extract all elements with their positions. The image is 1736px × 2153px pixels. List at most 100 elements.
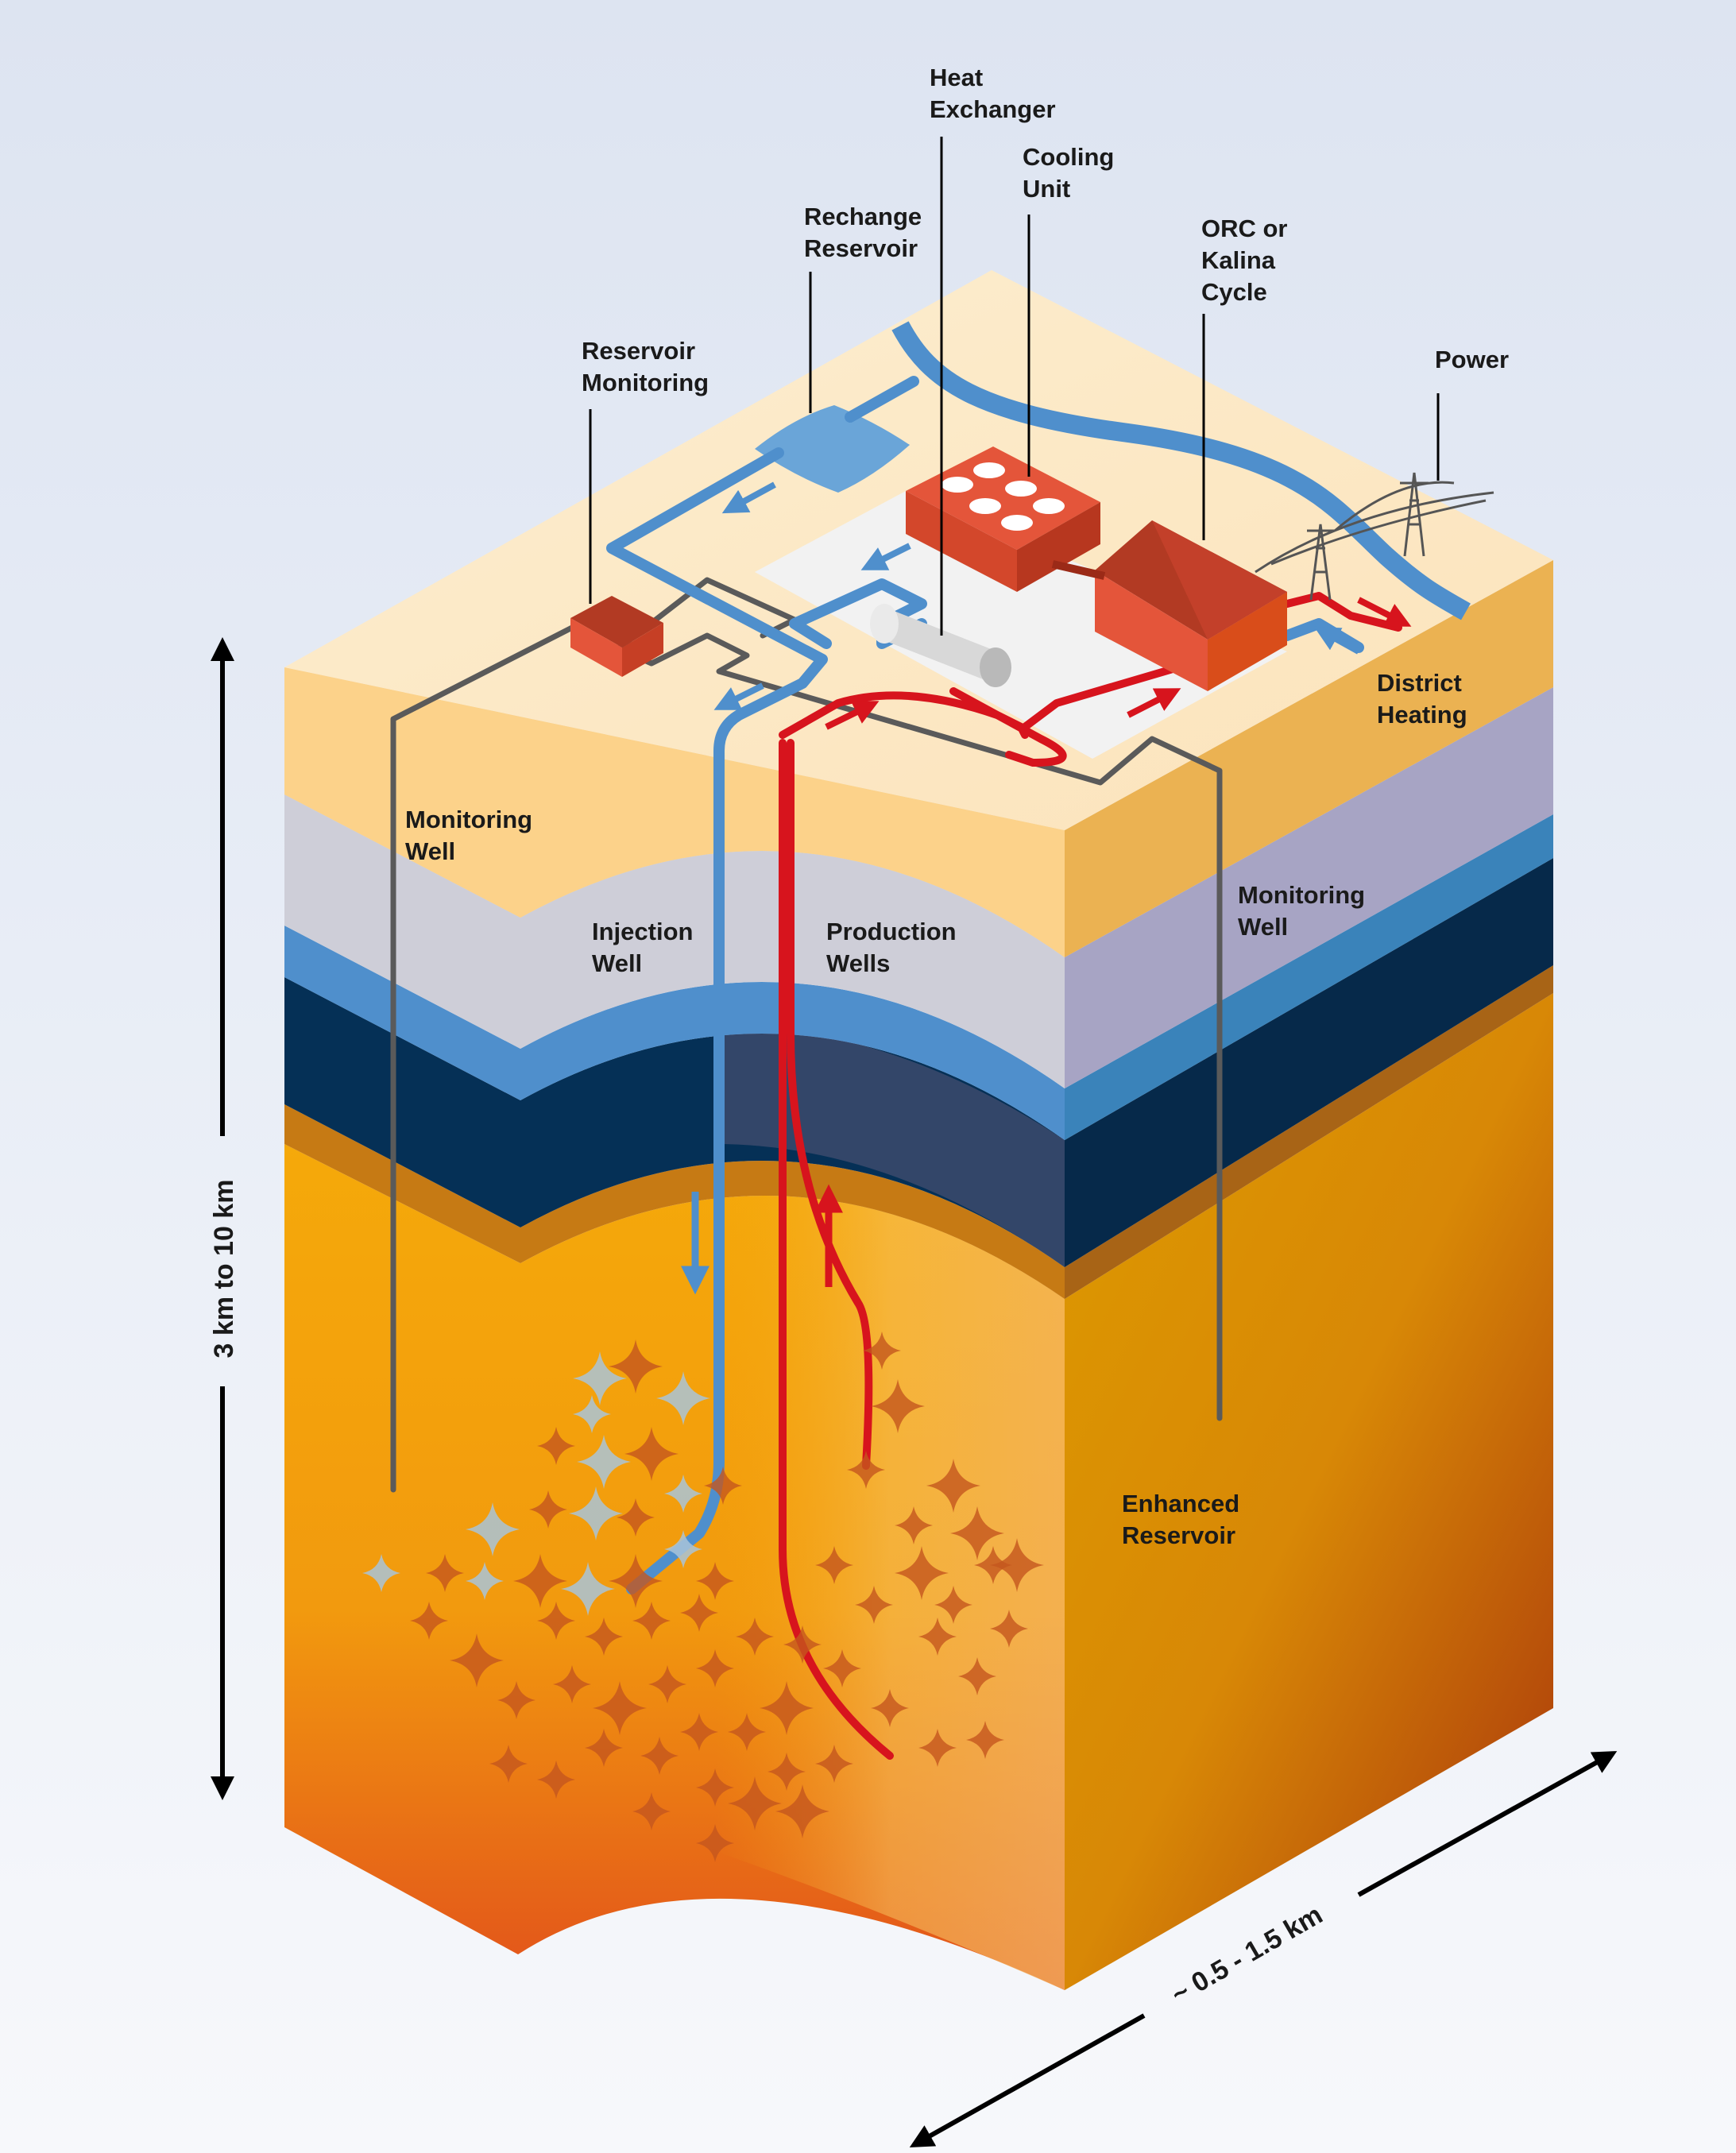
fracture-star bbox=[593, 1681, 647, 1735]
fracture-star bbox=[585, 1729, 623, 1767]
surface-buildings bbox=[570, 446, 1287, 691]
fracture-star bbox=[609, 1554, 663, 1608]
cooling-unit bbox=[906, 446, 1100, 592]
fracture-star bbox=[497, 1681, 535, 1719]
fracture-star bbox=[573, 1351, 627, 1405]
fracture-star bbox=[573, 1395, 611, 1433]
label-depth: 3 km to 10 km bbox=[209, 1180, 239, 1359]
fracture-star bbox=[990, 1538, 1044, 1592]
fracture-star bbox=[926, 1459, 980, 1513]
fracture-star bbox=[561, 1562, 615, 1616]
connector-cooling-orc bbox=[1051, 560, 1106, 580]
right-sand-layer bbox=[1065, 560, 1553, 957]
fracture-star bbox=[632, 1792, 671, 1830]
fracture-star bbox=[950, 1506, 1004, 1560]
fracture-star bbox=[696, 1562, 734, 1600]
fracture-star bbox=[704, 1467, 742, 1505]
fracture-star bbox=[426, 1554, 464, 1592]
hot-line-district bbox=[1283, 592, 1402, 632]
fracture-star bbox=[934, 1586, 972, 1624]
fracture-star bbox=[537, 1427, 575, 1465]
fracture-star bbox=[617, 1498, 655, 1536]
dimension-arrows bbox=[211, 637, 1618, 2147]
fracture-star bbox=[577, 1435, 631, 1489]
monitoring-line-loop bbox=[617, 577, 798, 651]
fracture-stars bbox=[362, 1332, 1044, 1862]
arrow-cold-3 bbox=[713, 682, 764, 710]
power-pylons bbox=[1255, 472, 1494, 601]
left-blue-layer bbox=[284, 926, 1065, 1140]
surface-piping bbox=[390, 376, 1402, 1760]
fracture-star bbox=[696, 1649, 734, 1687]
fracture-star bbox=[958, 1657, 996, 1695]
fracture-star bbox=[489, 1745, 528, 1783]
fracture-star bbox=[815, 1546, 853, 1584]
hot-line-production-2 bbox=[779, 739, 894, 1760]
fracture-star bbox=[696, 1824, 734, 1862]
fracture-star bbox=[466, 1502, 520, 1556]
fracture-star bbox=[680, 1713, 718, 1751]
fracture-star bbox=[664, 1475, 702, 1513]
fracture-star bbox=[609, 1339, 663, 1393]
arrow-hot-2 bbox=[1127, 688, 1181, 718]
right-reservoir-layer bbox=[1065, 993, 1553, 1990]
fracture-star bbox=[918, 1729, 957, 1767]
fracture-star bbox=[767, 1753, 806, 1791]
heat-exchanger bbox=[870, 604, 1011, 687]
cold-line-plant bbox=[789, 578, 927, 649]
fracture-star bbox=[466, 1562, 504, 1600]
recharge-pond bbox=[755, 405, 910, 493]
fracture-star bbox=[680, 1594, 718, 1632]
left-brown-band bbox=[284, 1104, 1065, 1299]
cold-line-to-injection bbox=[606, 447, 828, 1594]
fracture-star bbox=[513, 1554, 567, 1608]
fracture-star bbox=[537, 1602, 575, 1640]
arrow-cold-4 bbox=[1313, 626, 1360, 655]
fracture-star bbox=[553, 1665, 591, 1703]
fracture-star bbox=[362, 1554, 400, 1592]
fracture-star bbox=[656, 1371, 710, 1425]
arrow-hot-1 bbox=[825, 701, 880, 730]
width-arrow-left bbox=[909, 2013, 1146, 2147]
width-arrow-right bbox=[1357, 1751, 1618, 1897]
fracture-star bbox=[728, 1776, 782, 1830]
hot-line-production bbox=[787, 739, 873, 1470]
cold-line-recharge bbox=[845, 376, 919, 423]
fracture-star bbox=[537, 1761, 575, 1799]
arrow-hot-3 bbox=[1357, 597, 1412, 627]
right-navy-layer bbox=[1065, 858, 1553, 1267]
fracture-star bbox=[775, 1784, 829, 1838]
fracture-star bbox=[410, 1602, 448, 1640]
monitoring-hut bbox=[570, 596, 663, 677]
fracture-star bbox=[648, 1665, 686, 1703]
fracture-star bbox=[529, 1490, 567, 1529]
arrow-cold-1 bbox=[721, 481, 776, 514]
fracture-star bbox=[895, 1546, 949, 1600]
arrow-cold-2 bbox=[860, 543, 911, 570]
fracture-star bbox=[640, 1737, 679, 1775]
orc-building bbox=[1095, 520, 1287, 691]
fracture-star bbox=[728, 1713, 766, 1751]
fracture-star bbox=[966, 1721, 1004, 1759]
fracture-star bbox=[696, 1768, 734, 1807]
river bbox=[891, 321, 1471, 620]
fracture-star bbox=[855, 1586, 893, 1624]
fracture-star bbox=[895, 1506, 933, 1544]
monitoring-line-left bbox=[390, 624, 1223, 1493]
flow-arrows bbox=[681, 481, 1412, 1295]
fracture-star bbox=[632, 1602, 671, 1640]
fracture-star bbox=[760, 1681, 814, 1735]
fracture-star bbox=[450, 1633, 504, 1687]
fracture-star bbox=[863, 1332, 901, 1370]
